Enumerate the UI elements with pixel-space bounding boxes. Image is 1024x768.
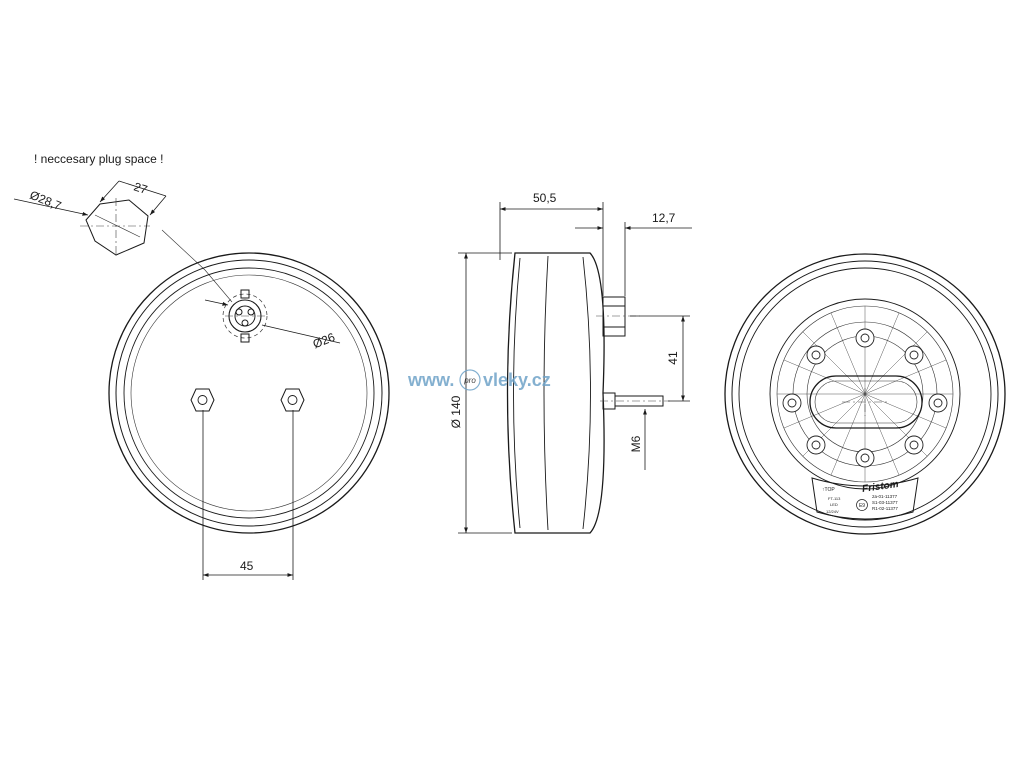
rear-view: ! neccesary plug space ! Ø28,7 27 [13, 152, 390, 580]
dim-bolt-thread: M6 [629, 435, 643, 452]
side-view: 50,5 12,7 Ø 140 41 M6 [449, 191, 692, 534]
watermark-name: vleky.cz [483, 370, 551, 390]
label-code-2: S1-03-11377 [872, 500, 898, 505]
dim-plug-diameter: Ø28,7 [28, 188, 64, 213]
dim-plug-width: 27 [132, 179, 149, 197]
label-code-3: R1-02-11377 [872, 506, 898, 511]
label-brand: Fristom [861, 479, 899, 495]
watermark: www. pro vleky.cz [407, 369, 551, 391]
label-small-2: LED [830, 502, 838, 507]
plug-hex-symbol [80, 198, 150, 256]
mounting-studs [190, 388, 305, 412]
dim-bolt-spacing: 45 [240, 559, 254, 573]
label-plate: Fristom ↑TOP FT-113 LED 12/24V E9 2a-01-… [811, 477, 919, 520]
socket [222, 289, 268, 343]
emark-icon [856, 499, 868, 511]
label-code-1: 2a-01-11377 [872, 494, 898, 499]
label-top: ↑TOP [822, 487, 835, 493]
watermark-prefix: www. [407, 370, 454, 390]
dim-connector-length: 12,7 [652, 211, 676, 225]
label-small-1: FT-113 [828, 496, 841, 501]
dim-body-diameter: Ø 140 [449, 395, 463, 428]
label-emark: E9 [859, 503, 865, 509]
lens-pattern [776, 305, 954, 483]
label-small-3: 12/24V [826, 509, 839, 514]
front-view: Fristom ↑TOP FT-113 LED 12/24V E9 2a-01-… [724, 253, 1006, 535]
dim-bolt-height: 41 [666, 351, 680, 365]
watermark-circle-icon [459, 369, 481, 391]
watermark-circle: pro [463, 376, 476, 385]
plug-space-note: ! neccesary plug space ! [34, 152, 163, 166]
dim-overall-depth: 50,5 [533, 191, 557, 205]
dim-socket-diameter: Ø26 [311, 330, 338, 352]
